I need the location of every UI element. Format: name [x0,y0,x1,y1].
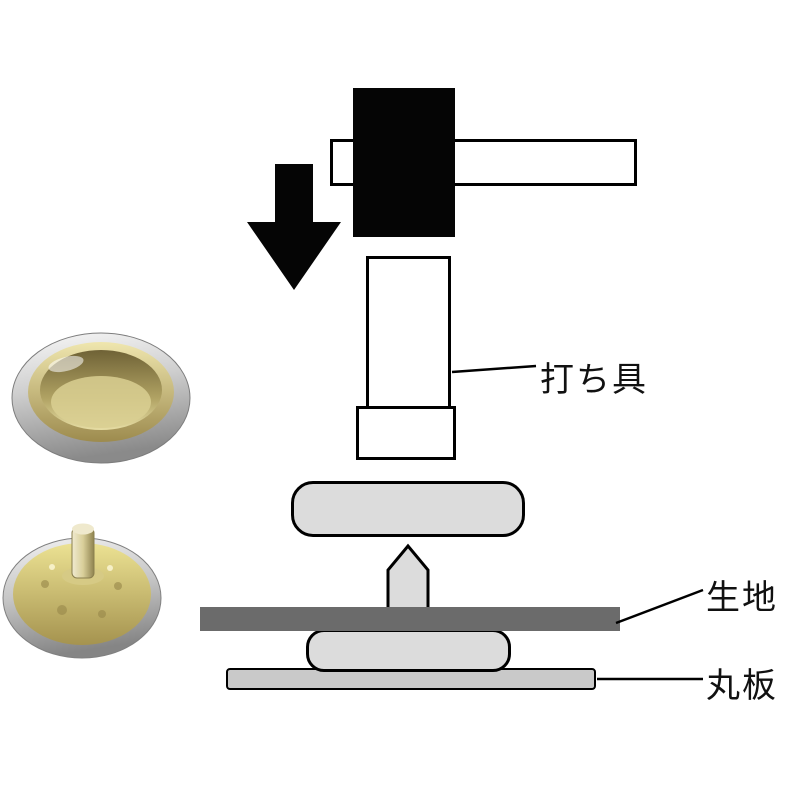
hammer-head [353,88,455,237]
stud-prong [386,543,430,615]
down-arrow-icon [247,164,341,290]
socket-part [306,629,511,672]
stud-part-photo [2,523,162,659]
punch-tip [356,406,456,460]
label-fabric: 生地 [706,579,778,617]
label-round-plate: 丸板 [706,667,778,705]
button-cap-part [291,481,525,537]
punch-shaft [366,256,451,409]
cap-part-photo [11,332,191,464]
fabric-bar [200,607,620,631]
label-striking-tool: 打ち具 [540,361,648,399]
